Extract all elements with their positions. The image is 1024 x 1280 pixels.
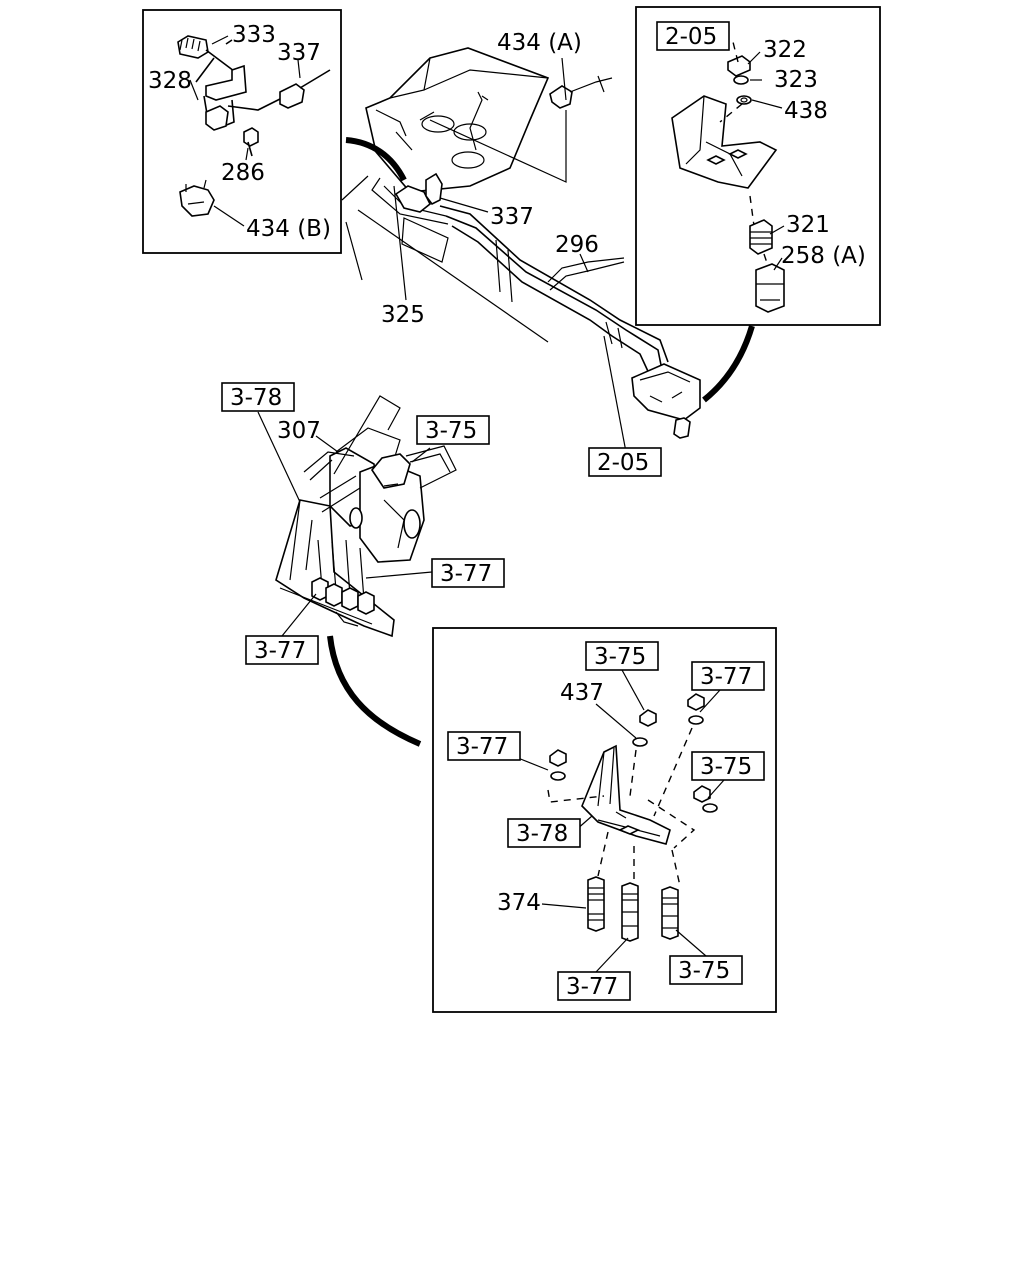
bracket-studs-drawing — [547, 693, 718, 942]
part-number-296: 296 — [555, 232, 599, 258]
part-number-337-detail: 337 — [277, 40, 321, 66]
ref-box-2-05-detail — [656, 21, 730, 51]
part-number-434b: 434 (B) — [246, 216, 331, 242]
arrow-curve-middle — [327, 635, 422, 747]
ref-box-3-78-main — [221, 382, 295, 412]
bracket-union-drawing — [671, 37, 785, 313]
ref-box-3-75-main — [416, 415, 490, 445]
detail-frame-top-left — [142, 9, 342, 254]
part-number-328: 328 — [148, 68, 192, 94]
part-number-323: 323 — [774, 67, 818, 93]
part-number-438: 438 — [784, 98, 828, 124]
part-number-307: 307 — [277, 418, 321, 444]
part-number-434a: 434 (A) — [497, 30, 582, 56]
arrow-curve-top-left — [345, 137, 407, 182]
ref-3-75-main: 3-75 — [425, 418, 477, 444]
leader-lines-top-right — [747, 51, 785, 271]
ref-3-78-detail: 3-78 — [516, 821, 568, 847]
part-number-325: 325 — [381, 302, 425, 328]
fitting-cluster-drawing — [177, 35, 331, 217]
ref-box-2-05-main — [588, 447, 662, 477]
ref-3-75-detail-bottom: 3-75 — [678, 958, 730, 984]
ref-box-3-75-detail-top — [585, 641, 659, 671]
ref-box-3-77-detail-topright — [691, 661, 765, 691]
leader-lines-main-upper — [393, 57, 627, 453]
ref-box-3-77-right — [431, 558, 505, 588]
ref-3-78-main: 3-78 — [230, 385, 282, 411]
leader-lines-bottom — [517, 669, 725, 973]
ref-3-75-detail-right: 3-75 — [700, 754, 752, 780]
part-number-322: 322 — [763, 37, 807, 63]
ref-box-3-77-detail-left — [447, 731, 521, 761]
ref-3-77-detail-bottom: 3-77 — [566, 974, 618, 1000]
ref-3-77-detail-topright: 3-77 — [700, 664, 752, 690]
ref-box-3-77-detail-bottom — [557, 971, 631, 1001]
part-number-333: 333 — [232, 22, 276, 48]
ref-3-75-detail-top: 3-75 — [594, 644, 646, 670]
part-number-258a: 258 (A) — [781, 243, 866, 269]
ref-2-05-main: 2-05 — [597, 450, 649, 476]
ref-box-3-75-detail-right — [691, 751, 765, 781]
ref-3-77-left: 3-77 — [254, 638, 306, 664]
leader-lines-top-left — [189, 35, 301, 227]
ref-box-3-77-left — [245, 635, 319, 665]
detail-frame-bottom — [432, 627, 777, 1013]
part-number-337: 337 — [490, 204, 534, 230]
part-number-286: 286 — [221, 160, 265, 186]
leader-lines-middle — [257, 411, 433, 637]
ref-3-77-right: 3-77 — [440, 561, 492, 587]
ref-box-3-78-detail — [507, 818, 581, 848]
part-number-374: 374 — [497, 890, 541, 916]
master-cylinder-drawing — [275, 395, 457, 638]
detail-frame-top-right — [635, 6, 881, 326]
part-number-321: 321 — [786, 212, 830, 238]
ref-box-3-75-detail-bottom — [669, 955, 743, 985]
ref-3-77-detail-left: 3-77 — [456, 734, 508, 760]
part-number-437: 437 — [560, 680, 604, 706]
arrow-curve-top-right — [702, 325, 755, 403]
ref-2-05-detail: 2-05 — [665, 24, 717, 50]
fuel-tank-pipe-drawing — [341, 47, 701, 439]
